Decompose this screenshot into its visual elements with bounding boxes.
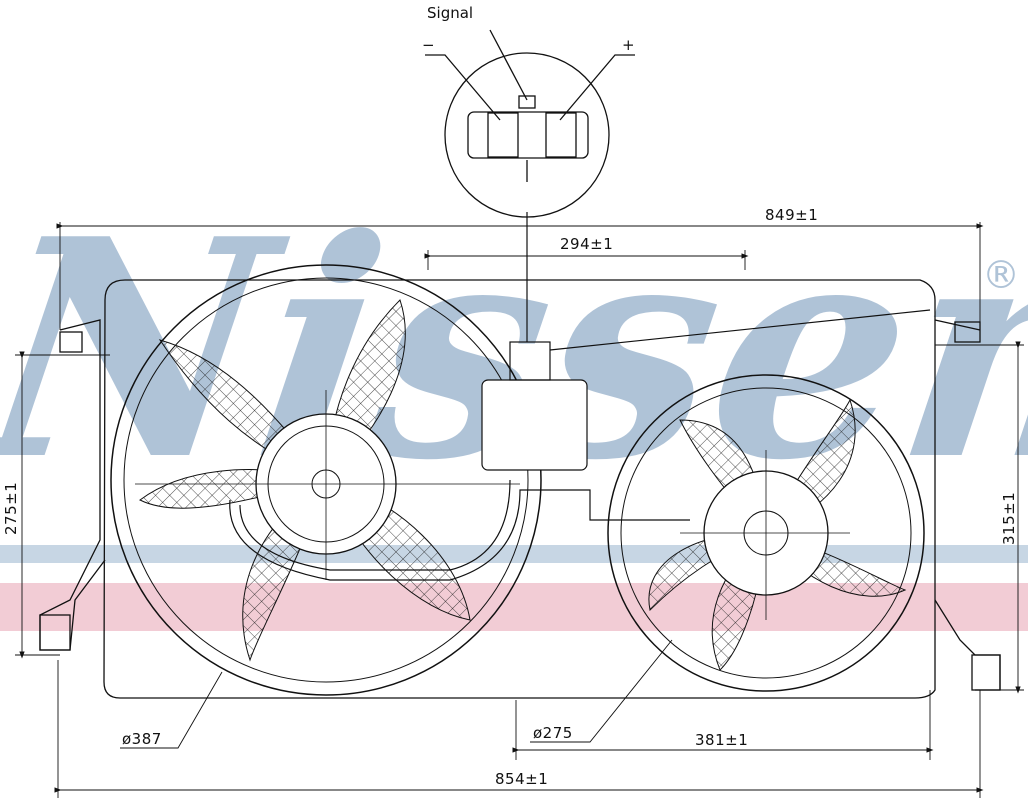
relay-box xyxy=(481,379,588,471)
connector-signal-label: Signal xyxy=(427,4,473,22)
wiring-harness xyxy=(229,212,931,581)
connector-plus-label: + xyxy=(622,36,635,54)
connector-detail xyxy=(425,29,635,218)
dim-height-right: 315±1 xyxy=(1000,492,1018,545)
dim-mount-spacing: 294±1 xyxy=(560,235,613,253)
right-fan xyxy=(607,374,925,692)
dim-fan-right-diameter: ø275 xyxy=(533,724,573,742)
registered-mark: ® xyxy=(982,253,1020,297)
connector-minus-label: − xyxy=(422,36,435,54)
dimension-lines xyxy=(15,222,1024,798)
shroud xyxy=(39,279,1001,699)
left-fan xyxy=(110,264,542,696)
dim-bottom-width: 854±1 xyxy=(495,770,548,788)
dim-fan-left-diameter: ø387 xyxy=(122,730,162,748)
dim-top-width: 849±1 xyxy=(765,206,818,224)
dim-right-offset: 381±1 xyxy=(695,731,748,749)
dim-height-left: 275±1 xyxy=(2,482,20,535)
